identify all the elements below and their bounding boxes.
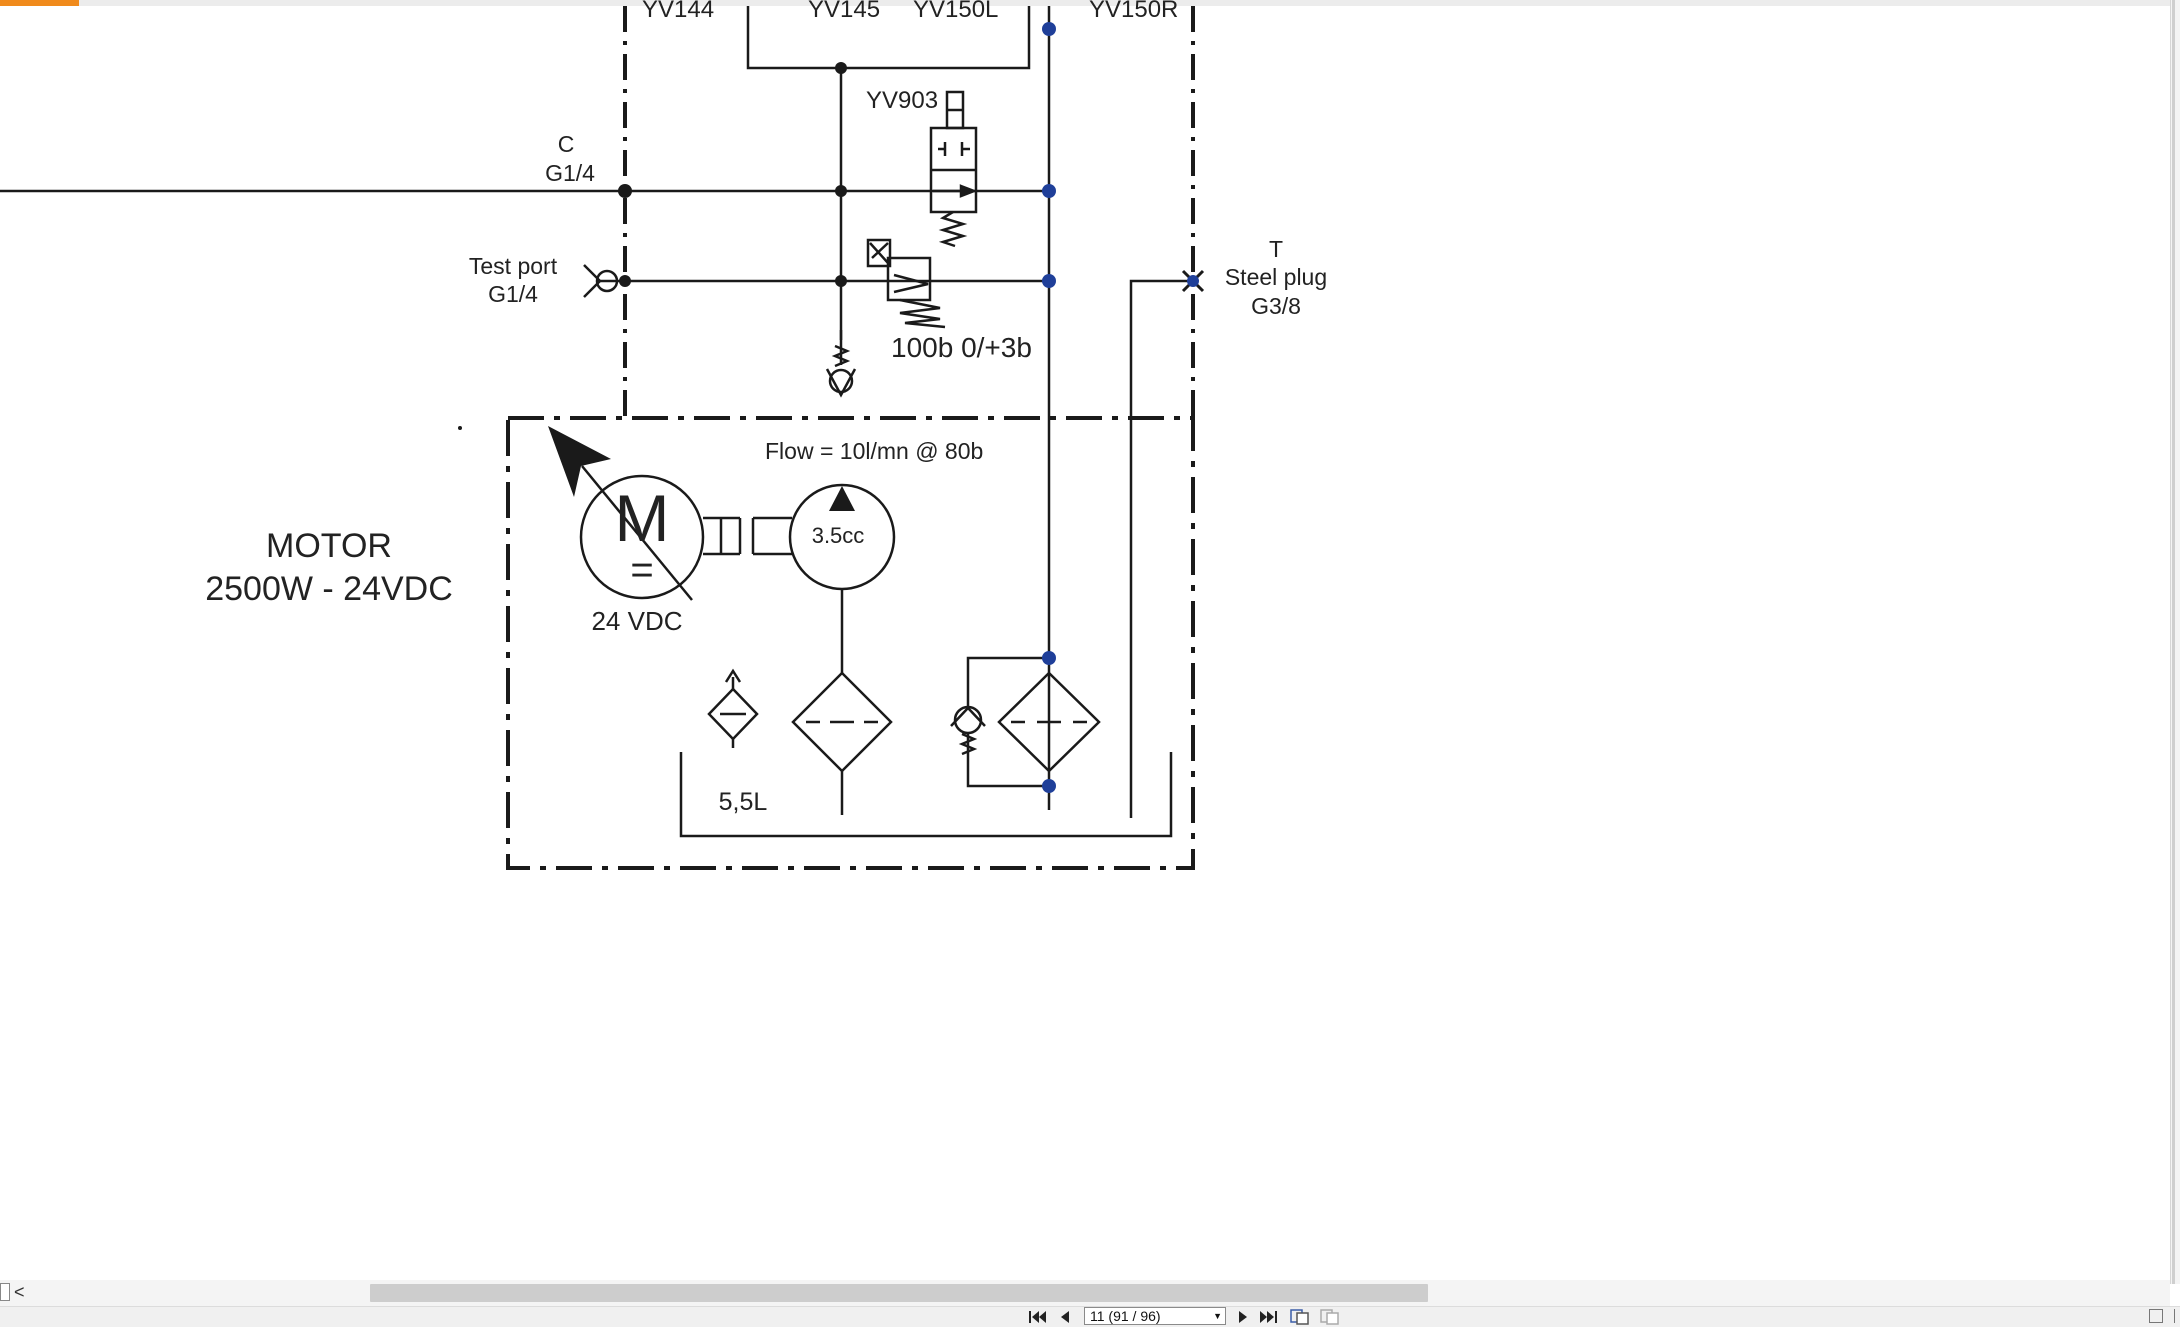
relief-valve bbox=[866, 238, 946, 329]
label-port-c-thread: G1/4 bbox=[545, 160, 595, 186]
label-flow: Flow = 10l/mn @ 80b bbox=[765, 438, 983, 464]
label-yv144: YV144 bbox=[642, 0, 714, 23]
pump-symbol bbox=[788, 483, 896, 673]
label-yv150r: YV150R bbox=[1089, 0, 1178, 23]
next-page-button[interactable] bbox=[1236, 1309, 1250, 1325]
label-yv903: YV903 bbox=[866, 87, 938, 114]
page-number-select[interactable]: 11 (91 / 96) ▼ bbox=[1084, 1307, 1226, 1325]
horizontal-scrollbar-thumb[interactable] bbox=[370, 1284, 1428, 1302]
label-yv150l: YV150L bbox=[913, 0, 998, 23]
suction-filter bbox=[791, 671, 893, 815]
vertical-scrollbar[interactable] bbox=[2170, 0, 2180, 1284]
label-motor-spec: 2500W - 24VDC bbox=[205, 570, 453, 608]
label-motor-title: MOTOR bbox=[266, 527, 392, 565]
label-pump-displacement: 3.5cc bbox=[812, 523, 865, 548]
label-port-c: C bbox=[558, 131, 575, 157]
label-motor-letter: M bbox=[615, 481, 670, 555]
next-page-icon bbox=[1239, 1311, 1247, 1323]
label-motor-voltage: 24 VDC bbox=[591, 606, 682, 636]
panel-split-icon[interactable] bbox=[2174, 1309, 2180, 1323]
label-yv145: YV145 bbox=[808, 0, 880, 23]
junctions bbox=[458, 22, 1199, 793]
power-pack-boundary bbox=[506, 416, 1195, 870]
yv903-valve bbox=[929, 90, 978, 248]
previous-page-icon bbox=[1061, 1311, 1069, 1323]
top-toolbar bbox=[0, 0, 2180, 6]
shaft-coupling bbox=[703, 516, 792, 556]
label-test-port-thread: G1/4 bbox=[488, 281, 538, 307]
label-tank-volume: 5,5L bbox=[719, 788, 768, 816]
test-port-coupling bbox=[583, 264, 619, 298]
last-page-icon bbox=[1260, 1311, 1277, 1323]
copy-page-icon bbox=[1290, 1309, 1309, 1325]
reservoir bbox=[679, 752, 1173, 838]
copy-page-button[interactable] bbox=[1290, 1309, 1310, 1325]
first-page-icon bbox=[1029, 1311, 1046, 1323]
paste-page-button[interactable] bbox=[1320, 1309, 1340, 1325]
label-steel-plug-thread: G3/8 bbox=[1251, 293, 1301, 319]
panel-icon[interactable] bbox=[2149, 1309, 2163, 1323]
return-filter bbox=[950, 656, 1101, 788]
breather bbox=[707, 668, 759, 748]
scroll-corner-box bbox=[0, 1283, 10, 1301]
page-indicator: 11 (91 / 96) bbox=[1090, 1308, 1161, 1324]
previous-page-button[interactable] bbox=[1058, 1309, 1072, 1325]
label-steel-plug: Steel plug bbox=[1225, 264, 1327, 290]
chevron-down-icon: ▼ bbox=[1213, 1311, 1222, 1321]
check-valve-pump bbox=[825, 330, 857, 398]
motor-symbol bbox=[548, 426, 705, 601]
hydraulic-schematic: YV144 YV145 YV150L YV150R YV903 C G1/4 T… bbox=[0, 0, 1327, 870]
paste-page-icon bbox=[1320, 1309, 1339, 1325]
first-page-button[interactable] bbox=[1027, 1309, 1047, 1325]
label-test-port: Test port bbox=[469, 253, 558, 279]
label-relief-setting: 100b 0/+3b bbox=[891, 332, 1032, 363]
vertical-scrollbar-thumb[interactable] bbox=[2172, 0, 2175, 1284]
label-motor-symbol: = bbox=[630, 548, 653, 592]
last-page-button[interactable] bbox=[1259, 1309, 1279, 1325]
active-tab-indicator[interactable] bbox=[0, 0, 79, 6]
label-tank-t: T bbox=[1269, 236, 1283, 262]
scroll-left-button[interactable]: < bbox=[14, 1282, 25, 1302]
